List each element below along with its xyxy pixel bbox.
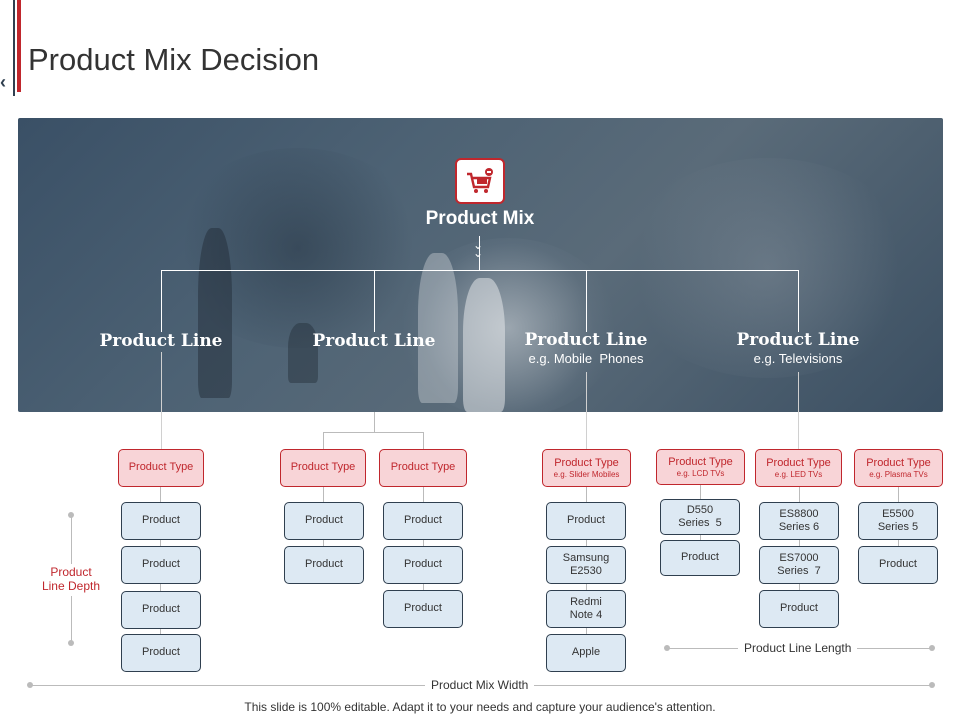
line-depth-label: Product Line Depth [30,564,112,596]
product-line-title: Product Line [312,331,436,351]
col2a-drop [323,432,324,449]
header-accent-bar-dark [13,0,15,96]
double-chevron-down-icon: ⌄⌄ [473,238,484,260]
col2-branch [323,432,423,433]
product-box: Product [858,546,938,584]
product-box: Product [546,502,626,540]
mix-width-dot-right [929,682,935,688]
product-box: Samsung E2530 [546,546,626,584]
product-type-title: Product Type [866,456,931,469]
product-type-subtitle: e.g. LCD TVs [676,468,725,478]
product-line-connector [161,270,799,271]
slide-title: Product Mix Decision [28,42,320,77]
product-box: Product [121,546,201,584]
product-type-title: Product Type [390,461,456,474]
line-1-drop [161,270,162,332]
product-type-box: Product Type [118,449,204,487]
product-line-4: Product Line e.g. Televisions [708,330,888,366]
root-stem-line [479,236,480,270]
line-depth-dot-bottom [68,640,74,646]
product-box: Product [121,591,201,629]
product-box: Product [383,502,463,540]
product-box: Product [383,546,463,584]
header-accent-bar-red [17,0,21,92]
line-length-dot-right [929,645,935,651]
product-mix-title: Product Mix [425,208,535,229]
col2b-drop [423,432,424,449]
product-box: Product [284,502,364,540]
product-type-box: Product Type [379,449,467,487]
product-line-title: Product Line [524,330,648,350]
product-box: E5500 Series 5 [858,502,938,540]
product-type-subtitle: e.g. Plasma TVs [869,469,928,479]
col1-connector [161,352,162,449]
product-type-subtitle: e.g. Slider Mobiles [553,469,620,479]
product-box: Product [383,590,463,628]
product-type-title: Product Type [554,456,619,469]
product-box: ES7000 Series 7 [759,546,839,584]
product-type-title: Product Type [668,455,733,468]
col2-stem [374,412,375,432]
footer-note: This slide is 100% editable. Adapt it to… [244,700,716,714]
mix-width-dot-left [27,682,33,688]
product-type-box: Product Type e.g. Slider Mobiles [542,449,631,487]
product-type-title: Product Type [290,461,356,474]
product-line-title: Product Line [99,331,223,351]
product-type-box: Product Type e.g. LCD TVs [656,449,745,485]
line-depth-dot-top [68,512,74,518]
shopping-cart-megaphone-icon [455,158,505,204]
product-box: Redmi Note 4 [546,590,626,628]
product-type-title: Product Type [128,461,194,474]
col3-connector [586,372,587,449]
product-line-3: Product Line e.g. Mobile Phones [496,330,676,366]
product-box: Product [121,502,201,540]
line-3-drop [586,270,587,332]
product-type-title: Product Type [766,456,831,469]
line-length-dot-left [664,645,670,651]
product-box: Product [121,634,201,672]
product-line-title: Product Line [736,330,860,350]
line-2-drop [374,270,375,332]
product-line-2: Product Line [284,331,464,351]
product-line-subtitle: e.g. Televisions [753,351,843,366]
product-line-subtitle: e.g. Mobile Phones [528,351,644,366]
line-4-drop [798,270,799,332]
mix-width-label: Product Mix Width [425,678,535,692]
product-type-box: Product Type e.g. Plasma TVs [854,449,943,487]
product-box: Product [660,540,740,576]
chevron-left-icon: ‹ [0,72,6,92]
product-box: ES8800 Series 6 [759,502,839,540]
product-box: Apple [546,634,626,672]
product-type-box: Product Type [280,449,366,487]
product-box: Product [759,590,839,628]
col4-connector [798,372,799,449]
product-box: Product [284,546,364,584]
product-line-1: Product Line [71,331,251,351]
product-type-box: Product Type e.g. LED TVs [755,449,842,487]
product-box: D550 Series 5 [660,499,740,535]
product-type-subtitle: e.g. LED TVs [774,469,823,479]
line-length-label: Product Line Length [738,641,858,655]
